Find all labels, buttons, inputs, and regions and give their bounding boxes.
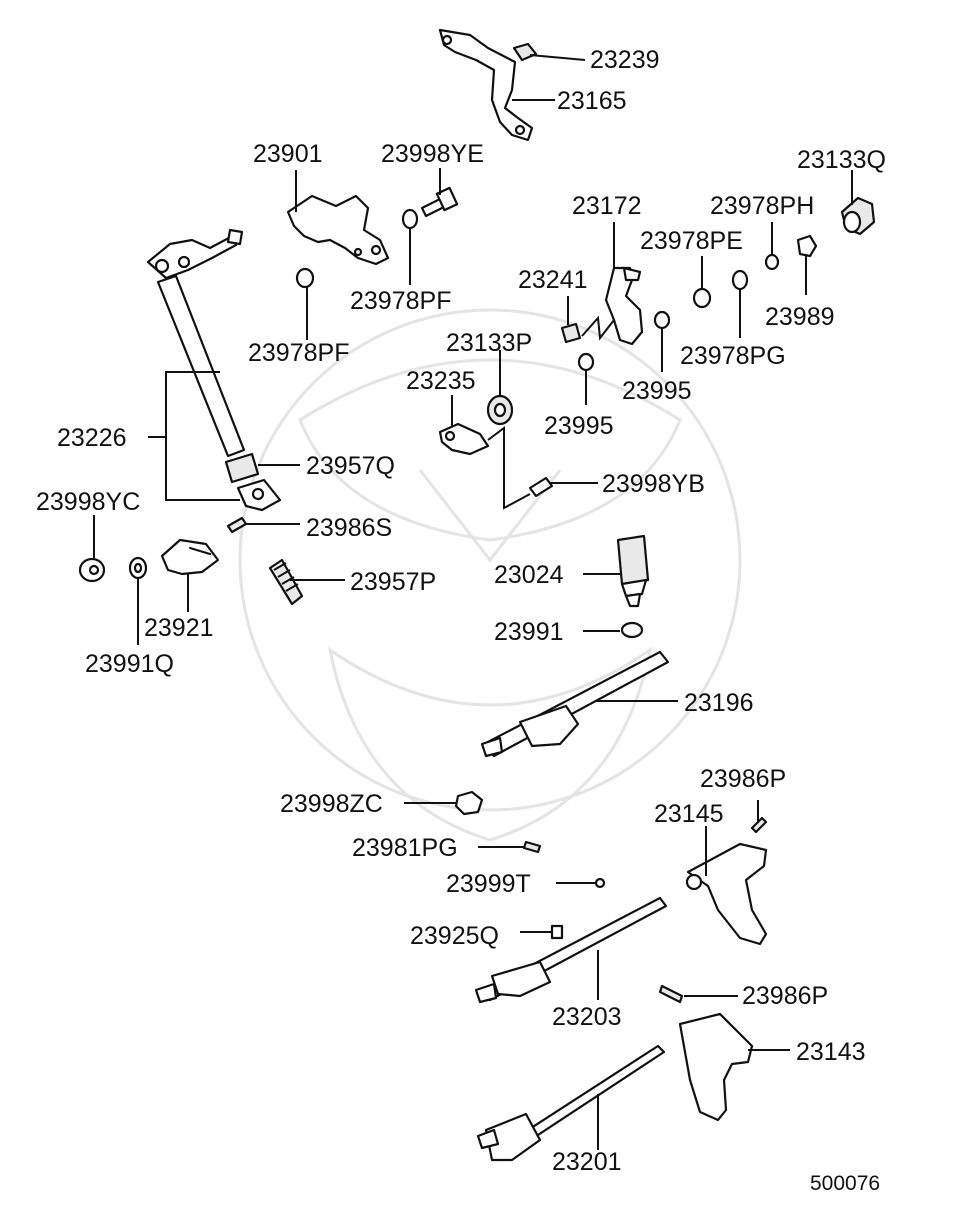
washer-23978PE-drawing <box>692 287 712 309</box>
nut-23989-drawing <box>796 234 818 258</box>
label-23978PH: 23978PH <box>710 192 814 220</box>
washer-23991Q-drawing <box>128 556 148 580</box>
cap-23241-drawing <box>560 322 582 344</box>
rail-23196-drawing <box>480 650 670 758</box>
washer-23978PH-drawing <box>764 253 780 271</box>
label-23999T: 23999T <box>446 870 531 898</box>
label-23133P: 23133P <box>446 329 532 357</box>
seal-23133P-drawing <box>486 394 514 426</box>
block-23921-drawing <box>160 538 220 576</box>
label-23196: 23196 <box>684 689 754 717</box>
washer-23978PG-drawing <box>731 269 749 291</box>
label-23978PF-top: 23978PF <box>350 287 451 315</box>
diagram-reference-number: 500076 <box>810 1172 880 1195</box>
ball-23999T-drawing <box>594 877 606 889</box>
label-23986P-upper: 23986P <box>700 765 786 793</box>
leader-lines <box>93 54 853 1150</box>
spring-23957P-drawing <box>268 558 304 606</box>
nut-23998YC-drawing <box>78 557 106 583</box>
watermark-emblem <box>238 308 742 842</box>
label-23998YE: 23998YE <box>381 140 484 168</box>
switch-23024-drawing <box>616 534 650 608</box>
rail-23203-drawing <box>474 896 668 1004</box>
plug-23925Q-drawing <box>550 924 564 940</box>
spring-23981PG-drawing <box>522 840 542 854</box>
label-23241: 23241 <box>518 266 588 294</box>
label-23998ZC: 23998ZC <box>280 790 383 818</box>
label-23165: 23165 <box>557 87 627 115</box>
lever-23235-drawing <box>438 422 490 456</box>
label-23981PG: 23981PG <box>352 834 458 862</box>
label-23239: 23239 <box>590 46 660 74</box>
clip-23239-drawing <box>512 42 538 62</box>
fork-23143-drawing <box>678 1012 754 1122</box>
bracket-23165-drawing <box>438 28 534 142</box>
label-23024: 23024 <box>494 561 564 589</box>
label-23957P: 23957P <box>350 568 436 596</box>
shaft-23226-drawing <box>146 228 246 458</box>
fork-23145-drawing <box>685 842 768 946</box>
label-23921: 23921 <box>144 614 214 642</box>
label-23989: 23989 <box>765 303 835 331</box>
label-23986S: 23986S <box>306 514 392 542</box>
washer-23991-drawing <box>620 621 644 639</box>
washer-23978PF-top-drawing <box>401 208 419 230</box>
label-23201: 23201 <box>552 1148 622 1176</box>
label-23145: 23145 <box>654 800 724 828</box>
label-23133Q: 23133Q <box>797 146 886 174</box>
label-23235: 23235 <box>406 367 476 395</box>
cap-23133Q-drawing <box>840 196 876 236</box>
label-23995-upper: 23995 <box>622 377 692 405</box>
label-23986P-lower: 23986P <box>742 982 828 1010</box>
pin-23986P-lower-drawing <box>658 984 684 1004</box>
label-23998YB: 23998YB <box>602 470 705 498</box>
label-23995-lower: 23995 <box>544 412 614 440</box>
label-23203: 23203 <box>552 1003 622 1031</box>
label-23991Q: 23991Q <box>85 650 174 678</box>
connector-zigzag <box>581 315 615 341</box>
washer-23978PF-left-drawing <box>295 267 315 289</box>
label-23901: 23901 <box>253 140 323 168</box>
label-23143: 23143 <box>796 1038 866 1066</box>
label-23978PE: 23978PE <box>640 227 743 255</box>
bolt-23998YB-drawing <box>528 476 554 498</box>
label-23998YC: 23998YC <box>36 488 140 516</box>
washer-23995-lower-drawing <box>577 352 595 372</box>
nut-23998ZC-drawing <box>454 790 484 816</box>
bushing-23957Q-drawing <box>224 452 260 484</box>
label-23172: 23172 <box>572 192 642 220</box>
label-23226: 23226 <box>57 424 127 452</box>
label-23925Q: 23925Q <box>410 922 499 950</box>
part-labels: 23239 23165 23901 23998YE 23133Q 23172 2… <box>36 46 886 1195</box>
label-23957Q: 23957Q <box>306 452 395 480</box>
bolt-23998YE-drawing <box>420 186 459 218</box>
label-23991: 23991 <box>494 618 564 646</box>
bracket-23901-drawing <box>286 194 390 266</box>
washer-23995-upper-drawing <box>653 310 671 330</box>
lever-23172-drawing <box>604 266 644 346</box>
label-23978PG: 23978PG <box>680 342 786 370</box>
shaft-23226-end-drawing <box>236 478 282 512</box>
rail-23201-drawing <box>476 1044 666 1162</box>
label-23978PF-left: 23978PF <box>248 339 349 367</box>
